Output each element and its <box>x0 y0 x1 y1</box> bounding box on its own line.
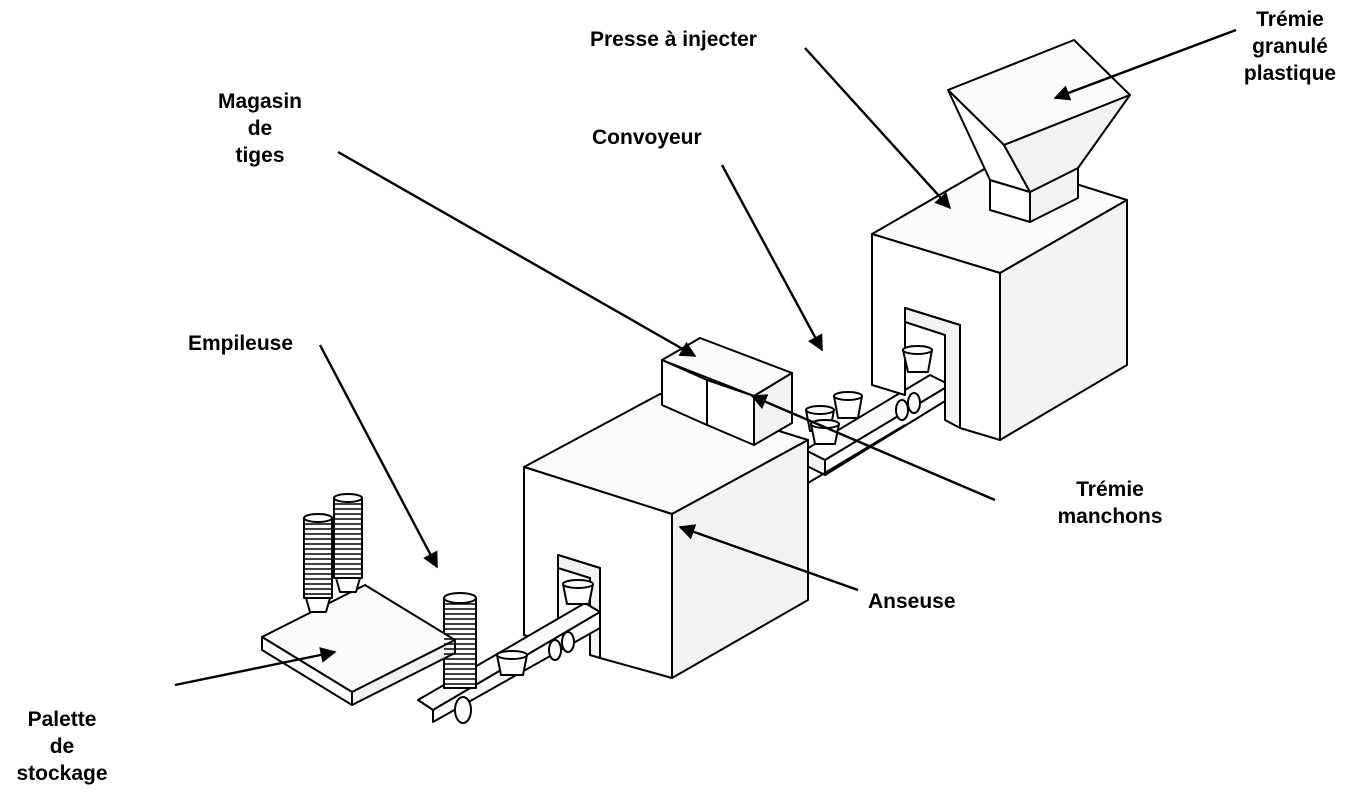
label-magasin-de-tiges: Magasin de tiges <box>210 88 310 169</box>
arrow-magasin <box>337 150 697 358</box>
label-line: granulé <box>1252 35 1328 58</box>
label-line: Magasin <box>217 90 303 113</box>
label-line: stockage <box>16 762 108 785</box>
label-anseuse: Anseuse <box>868 590 956 613</box>
label-tremie-granule-plastique: Trémie granulé plastique <box>1228 6 1352 87</box>
label-empileuse: Empileuse <box>188 332 294 355</box>
cups-lower-conveyor <box>496 579 594 676</box>
label-line: tiges <box>235 144 285 167</box>
label-palette-de-stockage: Palette de stockage <box>6 706 118 787</box>
label-line: plastique <box>1243 62 1337 85</box>
label-line: Trémie <box>1256 8 1324 31</box>
arrow-empileuse <box>318 344 439 569</box>
conveyor-upper <box>804 374 951 484</box>
arrow-presse <box>804 47 952 210</box>
label-line: Palette <box>27 708 97 731</box>
label-line: Trémie <box>1076 478 1144 501</box>
arrow-anseuse <box>678 524 859 592</box>
storage-pallet <box>261 493 456 706</box>
label-tremie-manchons: Trémie manchons <box>1040 476 1180 530</box>
arrow-tremie-granule <box>1053 28 1237 101</box>
arrow-convoyeur <box>720 164 824 352</box>
label-presse-a-injecter: Presse à injecter <box>590 28 757 51</box>
label-line: manchons <box>1057 505 1163 528</box>
label-convoyeur: Convoyeur <box>592 126 702 149</box>
leader-lines <box>174 28 1237 687</box>
label-line: de <box>49 735 75 758</box>
injection-press <box>871 39 1131 441</box>
arrow-palette <box>174 647 337 687</box>
cups-upper-conveyor <box>805 391 863 445</box>
cup-in-press <box>902 345 933 373</box>
anseuse-machine <box>523 337 809 679</box>
arrow-tremie-manchons <box>750 394 996 502</box>
label-line: de <box>247 117 273 140</box>
